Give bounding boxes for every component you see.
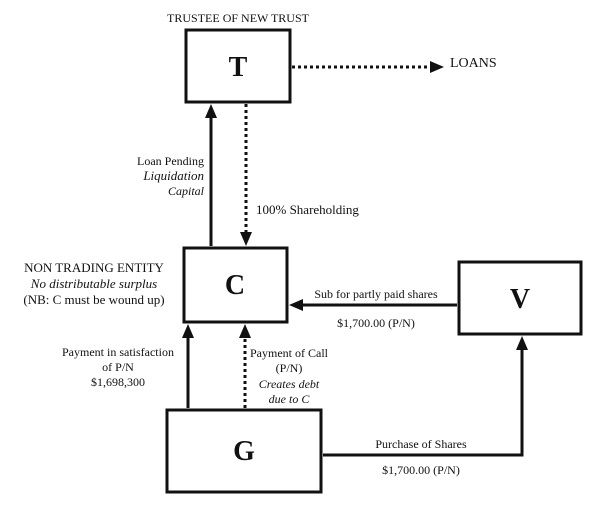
node-c-caption-1: NON TRADING ENTITY	[24, 260, 164, 275]
node-c: C	[182, 246, 289, 324]
edge-g-c-dotted-arrowhead	[239, 324, 251, 338]
edge-c-t-arrowhead	[205, 104, 217, 118]
edge-g-c-solid-label-3: $1,698,300	[91, 375, 145, 389]
edge-t-c-arrowhead	[240, 232, 252, 246]
edge-v-c-label: Sub for partly paid shares	[314, 287, 438, 301]
node-c-box	[182, 246, 289, 324]
node-g-box	[165, 408, 323, 494]
edge-g-v-label: Purchase of Shares	[375, 437, 467, 451]
node-v-box	[457, 260, 583, 336]
edge-c-t-label-1: Loan Pending	[137, 154, 204, 168]
node-t-letter: T	[229, 52, 248, 83]
edge-g-v-arrowhead	[516, 336, 528, 350]
node-c-caption-3: (NB: C must be wound up)	[23, 292, 164, 307]
edge-g-v-amount: $1,700.00 (P/N)	[382, 463, 460, 477]
edge-g-c-dotted-label-3: Creates debt	[259, 377, 320, 391]
node-t-caption: TRUSTEE OF NEW TRUST	[167, 11, 310, 25]
node-g-letter: G	[233, 436, 255, 467]
edge-c-t-label-2: Liquidation	[142, 168, 204, 183]
node-v: V	[457, 260, 583, 336]
edge-g-c-solid-label-1: Payment in satisfaction	[62, 345, 174, 359]
node-t: T	[184, 28, 292, 104]
edge-t-loans-arrowhead	[430, 61, 444, 73]
edge-v-c-amount: $1,700.00 (P/N)	[337, 316, 415, 330]
edge-g-c-dotted-label-4: due to C	[269, 392, 311, 406]
edge-g-v-line	[323, 350, 524, 457]
edge-g-c-solid-arrowhead	[182, 324, 194, 338]
node-t-box	[184, 28, 292, 104]
node-c-letter: C	[225, 270, 245, 301]
edge-g-c-dotted-label-1: Payment of Call	[250, 346, 329, 360]
edge-t-c-label: 100% Shareholding	[256, 202, 359, 217]
node-c-caption-2: No distributable surplus	[30, 276, 157, 291]
edge-t-loans-label: LOANS	[450, 56, 497, 71]
edge-v-c-arrowhead	[289, 299, 303, 311]
edge-c-t-label-3: Capital	[168, 184, 205, 198]
node-v-letter: V	[510, 284, 530, 315]
edge-g-c-dotted-label-2: (P/N)	[276, 361, 303, 375]
edge-g-c-solid-label-2: of P/N	[102, 360, 134, 374]
node-g: G	[165, 408, 323, 494]
